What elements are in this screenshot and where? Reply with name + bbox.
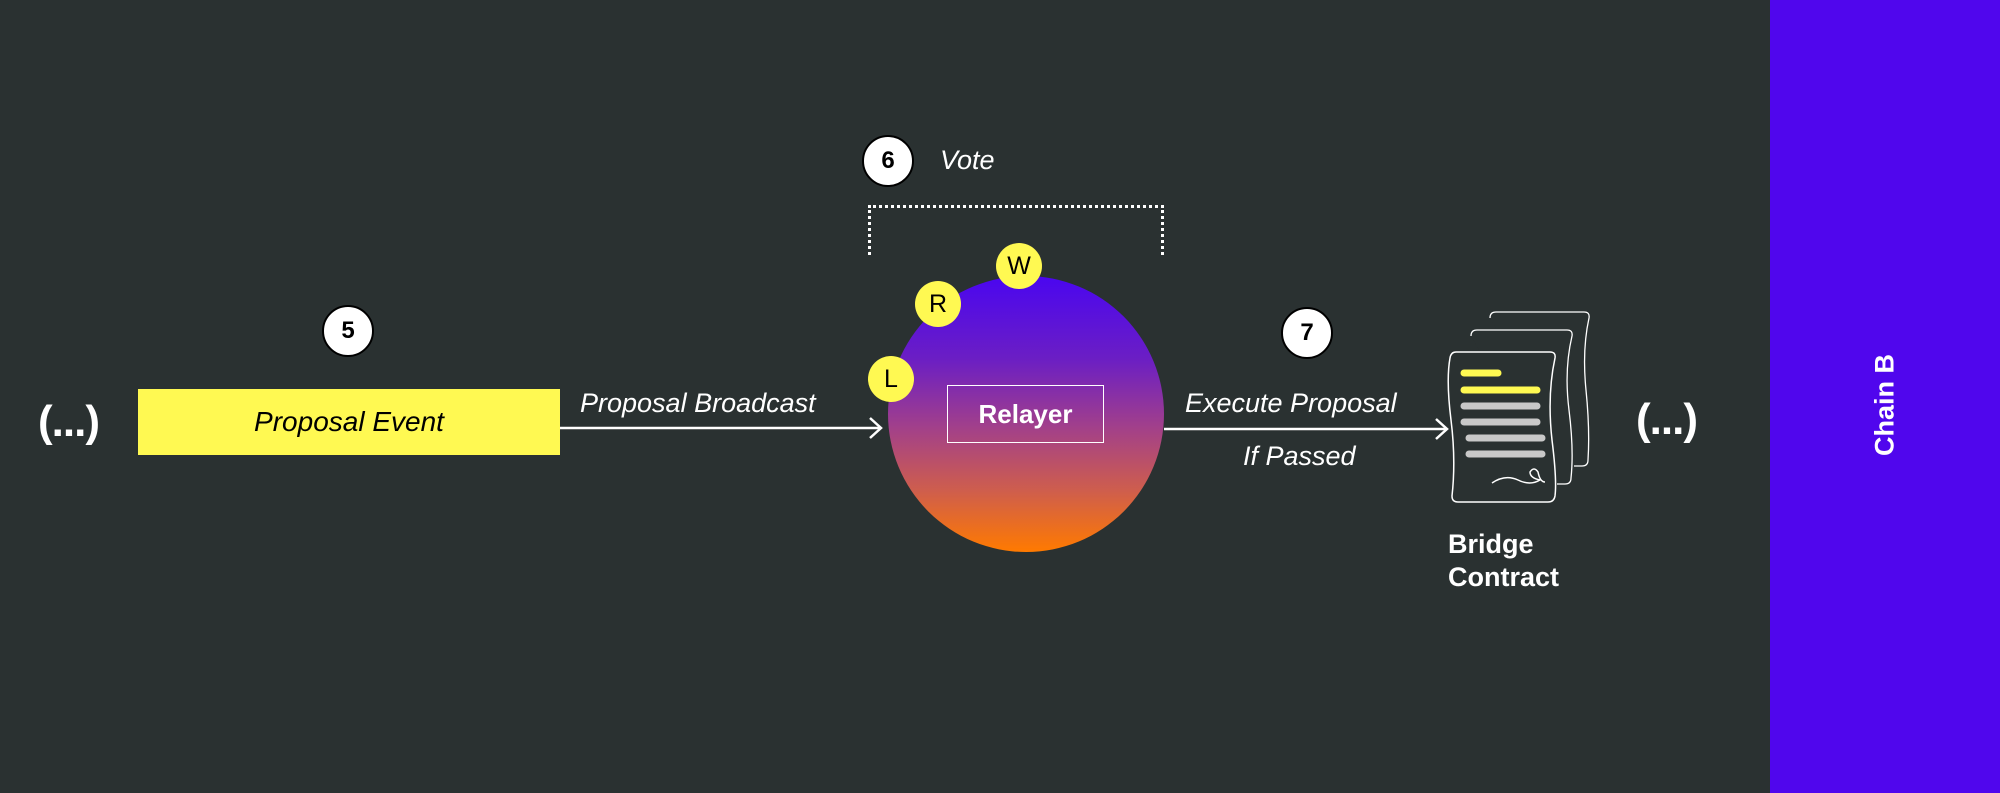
execute-arrow bbox=[1164, 418, 1449, 440]
signature-squiggle bbox=[1491, 468, 1546, 484]
execute-proposal-label: Execute Proposal bbox=[1185, 388, 1397, 418]
chain-b-panel: Chain B bbox=[1770, 0, 2000, 793]
proposal-event-box: Proposal Event bbox=[138, 389, 560, 455]
right-ellipsis: (...) bbox=[1636, 395, 1698, 444]
left-ellipsis: (...) bbox=[38, 397, 100, 446]
bridge-contract-document-icon bbox=[1447, 311, 1590, 503]
bridge-contract-line1: Bridge bbox=[1448, 529, 1534, 559]
broadcast-arrow bbox=[560, 417, 883, 439]
bridge-contract-line2: Contract bbox=[1448, 562, 1560, 592]
relayer-badge-l: L bbox=[868, 356, 914, 402]
vote-bracket bbox=[868, 205, 1164, 255]
step-7-badge: 7 bbox=[1281, 307, 1333, 359]
relayer-badge-r: R bbox=[915, 281, 961, 327]
chain-b-label: Chain B bbox=[1869, 353, 1900, 457]
relayer-badge-w: W bbox=[996, 243, 1042, 289]
bridge-contract-label: Bridge Contract bbox=[1448, 528, 1559, 594]
step-6-badge: 6 bbox=[862, 135, 914, 187]
relayer-label: Relayer bbox=[978, 398, 1073, 429]
proposal-broadcast-label: Proposal Broadcast bbox=[580, 388, 816, 418]
if-passed-label: If Passed bbox=[1243, 441, 1356, 471]
step-5-badge: 5 bbox=[322, 305, 374, 357]
relayer-label-box: Relayer bbox=[947, 385, 1104, 443]
proposal-event-label: Proposal Event bbox=[254, 406, 444, 437]
vote-label: Vote bbox=[940, 145, 995, 175]
